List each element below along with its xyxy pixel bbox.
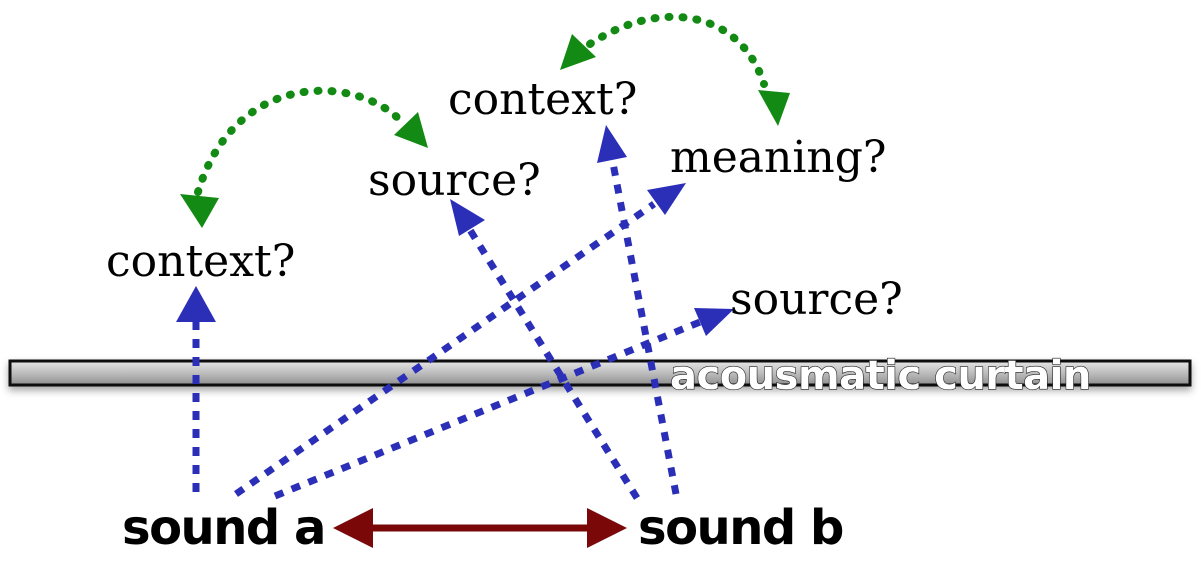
- arrow-sound-b-to-context-top: [608, 157, 680, 495]
- green-arrowhead-left-bottom: [180, 194, 219, 228]
- red-arrowhead-left: [333, 508, 373, 548]
- green-arc-left: [194, 86, 404, 196]
- label-sound-a: sound a: [122, 500, 325, 556]
- sound-comparison-arrow: [333, 508, 627, 548]
- arrow-sound-a-to-meaning: [234, 201, 656, 497]
- label-context-left: context?: [106, 236, 295, 287]
- arrowhead-meaning: [647, 183, 686, 215]
- green-arrowhead-right-left: [560, 34, 596, 70]
- label-acousmatic-curtain: acousmatic curtain: [670, 353, 1091, 399]
- label-sound-b: sound b: [638, 500, 843, 556]
- arrow-sound-a-to-source-right: [273, 318, 702, 500]
- arrowhead-source-right: [694, 308, 734, 336]
- label-meaning: meaning?: [670, 132, 887, 183]
- label-context-top: context?: [448, 74, 637, 125]
- blue-arrow-group: [192, 157, 702, 500]
- red-arrowhead-right: [587, 508, 627, 548]
- green-arc-right: [586, 12, 768, 88]
- label-source-right: source?: [730, 274, 903, 325]
- blue-arrowheads: [176, 125, 734, 336]
- arrowhead-context-left: [176, 286, 216, 322]
- green-arrowhead-left-top: [394, 112, 428, 148]
- arrowhead-context-top: [597, 125, 627, 163]
- green-arrowhead-right-right: [758, 90, 790, 126]
- arrowhead-source-mid: [450, 199, 485, 236]
- label-source-mid: source?: [368, 155, 541, 206]
- green-arc-group: [180, 12, 790, 228]
